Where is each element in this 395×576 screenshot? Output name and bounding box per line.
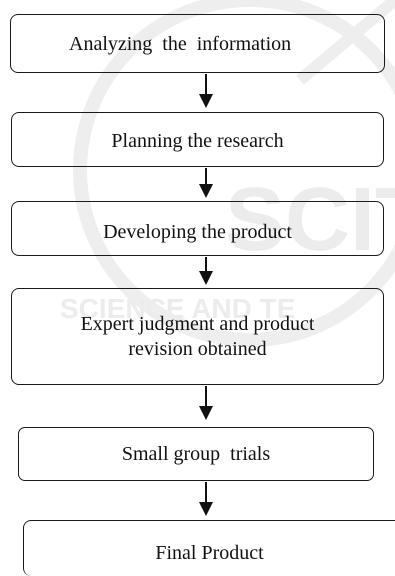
arrow-1 bbox=[199, 74, 213, 108]
step-label: Final Product bbox=[155, 542, 264, 564]
step-small-group-trials: Small group trials bbox=[18, 427, 374, 481]
step-developing: Developing the product bbox=[11, 201, 384, 256]
step-analyzing: Analyzing the information bbox=[10, 14, 385, 73]
step-planning: Planning the research bbox=[11, 112, 384, 167]
step-label: Analyzing the information bbox=[69, 33, 292, 55]
step-final-product: Final Product bbox=[23, 520, 395, 576]
arrow-4 bbox=[199, 386, 213, 420]
step-expert-judgment: Expert judgment and product revision obt… bbox=[11, 288, 384, 385]
arrow-2 bbox=[199, 168, 213, 198]
arrow-5 bbox=[199, 482, 213, 516]
arrow-3 bbox=[199, 257, 213, 285]
step-label: Expert judgment and product revision obt… bbox=[80, 312, 315, 360]
step-label: Developing the product bbox=[103, 221, 292, 243]
step-label: Planning the research bbox=[111, 130, 284, 152]
step-label: Small group trials bbox=[121, 442, 271, 465]
